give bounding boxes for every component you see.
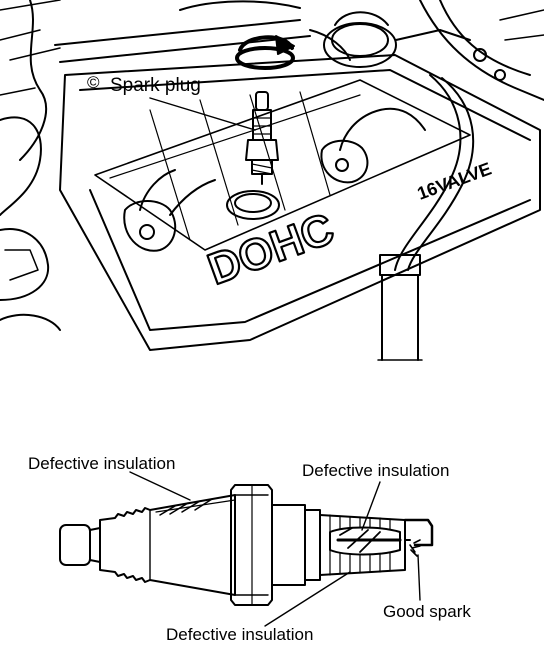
spark-plug-label: Spark plug xyxy=(110,75,201,96)
copyright-mark: © xyxy=(87,73,100,92)
spark-burst xyxy=(409,539,421,557)
rotation-arrow xyxy=(235,35,295,70)
defective-insulation-label-top-right: Defective insulation xyxy=(302,461,450,480)
spark-plug-small xyxy=(245,91,279,185)
defective-insulation-label-top-left: Defective insulation xyxy=(28,454,176,473)
spark-plug-test-illustration xyxy=(59,471,434,627)
engine-illustration: DOHC 16VALVE xyxy=(0,0,544,361)
good-spark-label: Good spark xyxy=(383,602,471,621)
defective-insulation-label-bottom: Defective insulation xyxy=(166,625,314,644)
dohc-lettering: DOHC xyxy=(202,204,341,294)
